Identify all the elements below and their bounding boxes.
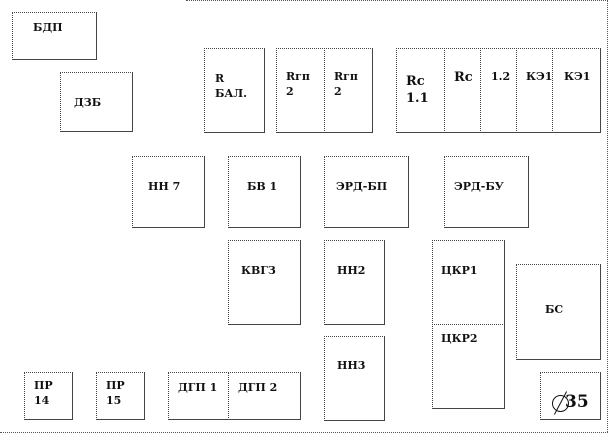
- block-kvgz-label: КВГЗ: [241, 264, 276, 277]
- block-ke1-a-label: КЭ1: [526, 70, 553, 83]
- block-nn3-label: НН3: [337, 359, 366, 372]
- block-d35: 35: [540, 372, 601, 420]
- block-nn7: НН 7: [132, 156, 205, 228]
- block-rc-label: Rc: [454, 70, 473, 85]
- block-bdp-label: БДП: [33, 21, 63, 34]
- block-bv1: БВ 1: [228, 156, 301, 228]
- panel-frame-right: [607, 0, 608, 432]
- block-nn2: НН2: [324, 240, 385, 325]
- block-tskr1-label: ЦКР1: [441, 264, 478, 277]
- block-nn3: НН3: [324, 336, 385, 421]
- block-r-bal: R БАЛ.: [204, 48, 265, 133]
- block-nn2-label: НН2: [337, 264, 366, 277]
- block-nn7-label: НН 7: [148, 180, 181, 193]
- block-rgp2-a-label: Rгп 2: [286, 70, 310, 98]
- block-tskr1: ЦКР1: [432, 240, 505, 325]
- block-tskr2: ЦКР2: [432, 324, 505, 409]
- block-1-2: 1.2: [480, 48, 517, 133]
- block-rgp2-b-label: Rгп 2: [334, 70, 358, 98]
- panel-frame-bottom: [0, 432, 608, 433]
- block-rgp2-b: Rгп 2: [324, 48, 373, 133]
- block-erd-bp-label: ЭРД-БП: [336, 180, 388, 193]
- block-d35-label: 35: [565, 392, 589, 412]
- block-rc11-label: Rc 1.1: [406, 74, 429, 106]
- block-dgp1-label: ДГП 1: [178, 381, 218, 394]
- block-rc: Rc: [444, 48, 481, 133]
- block-tskr2-label: ЦКР2: [441, 332, 478, 345]
- block-erd-bu-label: ЭРД-БУ: [454, 180, 504, 193]
- block-1-2-label: 1.2: [491, 70, 511, 83]
- block-pr15: ПР 15: [96, 372, 145, 420]
- block-dzb-label: ДЗБ: [74, 96, 102, 109]
- block-erd-bp: ЭРД-БП: [324, 156, 409, 228]
- block-erd-bu: ЭРД-БУ: [444, 156, 529, 228]
- block-bs: БС: [516, 264, 601, 360]
- block-bs-label: БС: [545, 303, 564, 316]
- block-pr15-label: ПР 15: [106, 379, 125, 407]
- block-bv1-label: БВ 1: [247, 180, 278, 193]
- block-ke1-b-label: КЭ1: [564, 70, 591, 83]
- block-dgp1: ДГП 1: [168, 372, 229, 420]
- block-kvgz: КВГЗ: [228, 240, 301, 325]
- panel-frame-top: [186, 0, 608, 1]
- block-rc11: Rc 1.1: [396, 48, 445, 133]
- block-dzb: ДЗБ: [60, 72, 133, 132]
- block-rgp2-a: Rгп 2: [276, 48, 325, 133]
- block-r-bal-label: R БАЛ.: [215, 72, 247, 100]
- block-pr14-label: ПР 14: [34, 379, 53, 407]
- block-dgp2-label: ДГП 2: [238, 381, 278, 394]
- block-ke1-a: КЭ1: [516, 48, 553, 133]
- diameter-icon: [552, 395, 569, 412]
- block-pr14: ПР 14: [24, 372, 73, 420]
- block-bdp: БДП: [12, 12, 97, 60]
- block-ke1-b: КЭ1: [552, 48, 601, 133]
- block-dgp2: ДГП 2: [228, 372, 301, 420]
